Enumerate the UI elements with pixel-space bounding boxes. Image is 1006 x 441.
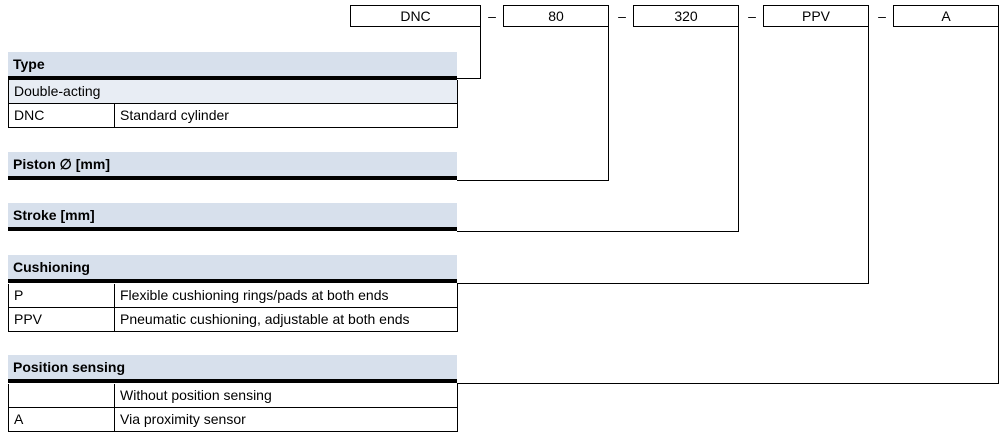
table-cell-code: PPV bbox=[9, 308, 115, 331]
table-cell-description: Via proximity sensor bbox=[120, 411, 246, 427]
cushioning-row-p: P Flexible cushioning rings/pads at both… bbox=[8, 284, 458, 308]
stroke-header: Stroke [mm] bbox=[8, 203, 457, 231]
table-cell-code: A bbox=[9, 408, 115, 431]
table-cell-code: P bbox=[9, 284, 115, 307]
code-segment-position-sensing: A bbox=[893, 5, 999, 27]
code-segment-piston: 80 bbox=[503, 5, 609, 27]
connector-cushioning-h bbox=[457, 283, 869, 284]
position-sensing-header: Position sensing bbox=[8, 355, 457, 383]
connector-type-h bbox=[457, 78, 481, 79]
piston-header: Piston ∅ [mm] bbox=[8, 152, 457, 180]
code-segment-stroke: 320 bbox=[633, 5, 739, 27]
table-cell-description: Pneumatic cushioning, adjustable at both… bbox=[120, 311, 410, 327]
table-cell-code: DNC bbox=[9, 104, 115, 127]
connector-position-h bbox=[457, 383, 999, 384]
code-separator: – bbox=[488, 8, 496, 24]
connector-stroke-h bbox=[457, 231, 739, 232]
code-separator: – bbox=[748, 8, 756, 24]
type-row-dnc: DNC Standard cylinder bbox=[8, 104, 458, 128]
connector-stroke-v bbox=[738, 27, 739, 232]
table-cell-description: Flexible cushioning rings/pads at both e… bbox=[120, 287, 389, 303]
type-header: Type bbox=[8, 52, 457, 80]
code-segment-cushioning: PPV bbox=[763, 5, 869, 27]
position-row-a: A Via proximity sensor bbox=[8, 408, 458, 432]
connector-position-v bbox=[998, 27, 999, 384]
table-cell-description: Without position sensing bbox=[120, 387, 272, 403]
code-separator: – bbox=[618, 8, 626, 24]
connector-piston-v bbox=[608, 27, 609, 181]
type-group-row: Double-acting bbox=[8, 80, 458, 104]
connector-type-v bbox=[480, 27, 481, 79]
type-group-label: Double-acting bbox=[14, 83, 101, 99]
position-row-none: Without position sensing bbox=[8, 384, 458, 408]
code-separator: – bbox=[878, 8, 886, 24]
connector-cushioning-v bbox=[868, 27, 869, 284]
table-cell-description: Standard cylinder bbox=[120, 107, 229, 123]
connector-piston-h bbox=[457, 180, 609, 181]
code-segment-type: DNC bbox=[350, 5, 481, 27]
cushioning-row-ppv: PPV Pneumatic cushioning, adjustable at … bbox=[8, 308, 458, 332]
cushioning-header: Cushioning bbox=[8, 255, 457, 283]
table-cell-code bbox=[9, 384, 115, 407]
